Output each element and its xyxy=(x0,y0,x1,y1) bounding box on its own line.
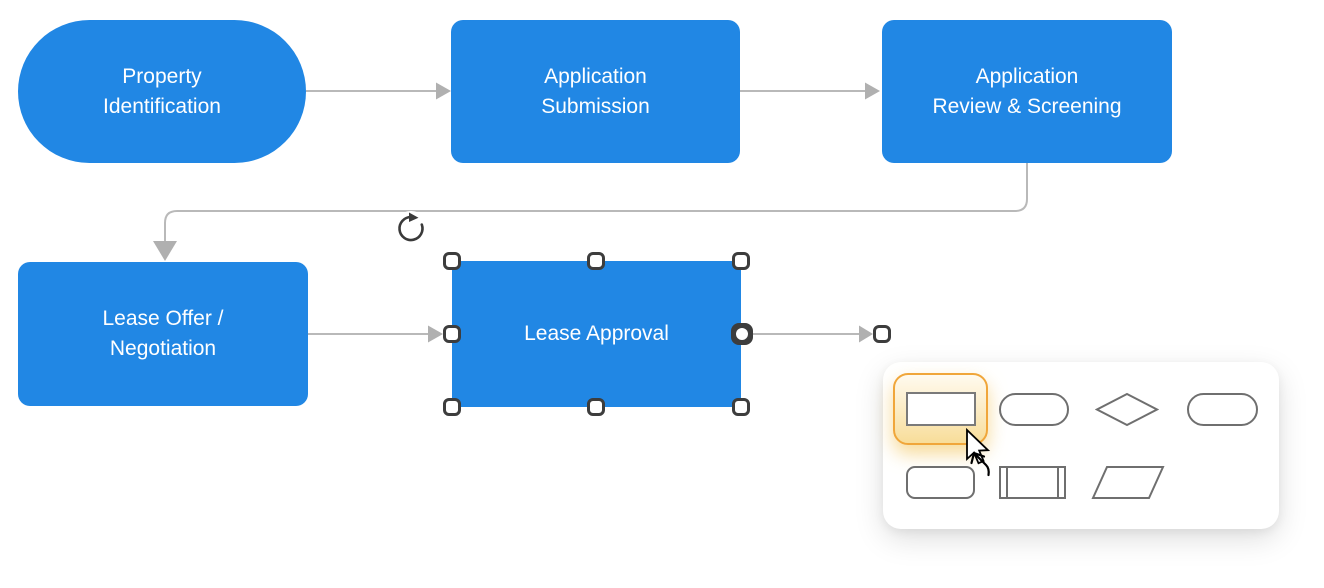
arrowhead-right-icon xyxy=(865,82,880,100)
node-application-submission[interactable]: Application Submission xyxy=(451,20,740,163)
node-lease-approval[interactable]: Lease Approval xyxy=(452,261,741,407)
resize-handle-middle-left[interactable] xyxy=(443,325,461,343)
node-application-review-screening[interactable]: Application Review & Screening xyxy=(882,20,1172,163)
node-label-line: Application xyxy=(975,64,1079,88)
node-label-line: Identification xyxy=(103,94,221,118)
node-lease-offer-negotiation[interactable]: Lease Offer / Negotiation xyxy=(18,262,308,406)
edge-property-to-submission[interactable] xyxy=(306,82,451,100)
connector-endpoint-handle[interactable] xyxy=(873,325,891,343)
node-label-line: Submission xyxy=(541,94,650,118)
shape-option-rectangle[interactable] xyxy=(893,373,988,445)
parallelogram-shape-icon xyxy=(1091,466,1165,499)
node-label-line: Lease Offer / xyxy=(102,307,224,330)
edge-lease-offer-to-approval[interactable] xyxy=(308,325,443,343)
resize-handle-top-middle[interactable] xyxy=(587,252,605,270)
node-label: Application Review & Screening xyxy=(932,62,1121,122)
terminator-shape-icon xyxy=(1187,393,1258,426)
resize-handle-bottom-left[interactable] xyxy=(443,398,461,416)
resize-handle-bottom-middle[interactable] xyxy=(587,398,605,416)
cursor-bent-arrow-icon xyxy=(970,451,990,477)
rotate-handle[interactable] xyxy=(393,210,429,246)
terminator-shape-icon xyxy=(999,393,1069,426)
rectangle-shape-icon xyxy=(905,392,976,426)
shape-option-predefined-process[interactable] xyxy=(999,466,1066,499)
rounded-rectangle-shape-icon xyxy=(906,466,975,499)
arrowhead-down-icon xyxy=(153,241,177,261)
edge-submission-to-review[interactable] xyxy=(740,82,880,100)
shape-option-rounded-rectangle[interactable] xyxy=(906,466,975,499)
arrowhead-right-icon xyxy=(428,325,443,343)
predefined-process-bar-left xyxy=(1006,468,1008,497)
arrowhead-right-icon xyxy=(859,325,873,343)
resize-handle-bottom-right[interactable] xyxy=(732,398,750,416)
node-label-line: Property xyxy=(122,64,202,88)
connection-port-right[interactable] xyxy=(731,323,753,345)
shape-option-terminator[interactable] xyxy=(1187,393,1258,426)
node-label-line: Negotiation xyxy=(109,337,217,360)
decision-shape-icon xyxy=(1095,392,1159,427)
shape-option-decision[interactable] xyxy=(1095,392,1159,427)
rotate-icon xyxy=(398,215,424,242)
node-label: Lease Offer / Negotiation xyxy=(102,304,223,364)
edge-review-to-lease-offer[interactable] xyxy=(153,163,1028,261)
connection-port-dot-icon xyxy=(736,328,748,340)
arrowhead-right-icon xyxy=(436,82,451,100)
shape-picker-popup xyxy=(883,362,1279,529)
rotate-icon-arrowhead xyxy=(409,212,419,222)
predefined-process-shape-icon xyxy=(999,466,1066,499)
mouse-cursor xyxy=(966,428,991,477)
node-label-line: Application xyxy=(544,64,647,88)
node-label: Property Identification xyxy=(103,62,221,122)
predefined-process-bar-right xyxy=(1057,468,1059,497)
node-property-identification[interactable]: Property Identification xyxy=(18,20,306,163)
cursor-arrow-icon xyxy=(966,428,991,465)
resize-handle-top-left[interactable] xyxy=(443,252,461,270)
node-label: Lease Approval xyxy=(524,319,669,349)
node-label-line: Lease Approval xyxy=(524,322,669,345)
shape-option-parallelogram[interactable] xyxy=(1091,465,1165,500)
resize-handle-top-right[interactable] xyxy=(732,252,750,270)
node-label-line: Review & Screening xyxy=(932,94,1122,118)
shape-option-terminator[interactable] xyxy=(999,393,1069,426)
edge-approval-dangling[interactable] xyxy=(753,325,873,343)
node-label: Application Submission xyxy=(541,62,650,122)
